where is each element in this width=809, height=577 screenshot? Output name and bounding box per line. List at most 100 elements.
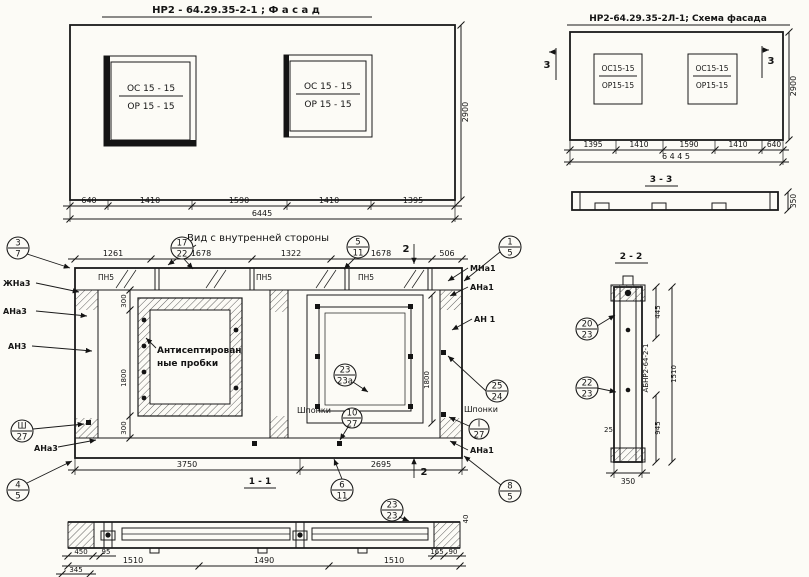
dim-label: 445 xyxy=(654,305,662,318)
dim-label: 1590 xyxy=(229,196,249,205)
plug-dot xyxy=(141,343,147,349)
callout-bottom: 24 xyxy=(492,393,503,403)
dim-label: 1261 xyxy=(103,249,123,258)
callout-top: 22 xyxy=(582,379,593,389)
bolt xyxy=(315,354,320,359)
bolt xyxy=(408,404,413,409)
callout-bottom: 23 xyxy=(582,331,593,341)
cut-label: 3 xyxy=(544,60,551,71)
dim-label: 90 xyxy=(449,548,458,556)
mullion xyxy=(269,290,289,438)
inner-top-dims: 1261 1678 1322 1678 506 xyxy=(68,249,468,263)
rebar-label: ЖНа3 xyxy=(3,279,30,288)
dim-label: 2900 xyxy=(789,76,798,96)
callout-top: 25 xyxy=(492,382,503,392)
scheme-title: НР2-64.29.35-2Л-1; Схема фасада xyxy=(589,14,767,24)
callout-bubbles: 3 7 17 22 5 11 1 5 4 5 6 xyxy=(6,235,617,522)
plug-dot xyxy=(141,395,147,401)
callout-bottom: 7 xyxy=(15,250,20,260)
dim-label: 1510 xyxy=(123,556,143,565)
callout-bottom: 5 xyxy=(507,249,512,259)
callout-bottom: 27 xyxy=(347,420,358,430)
inner-right-labels: МНа1 АНа1 АН 1 Шпонки АНа1 xyxy=(447,264,498,455)
scheme-window-1: ОС15-15 ОР15-15 xyxy=(593,53,643,105)
section22-dims: 445 945 1510 25 350 xyxy=(604,283,678,486)
section-cut-2-bottom: 2 xyxy=(411,458,428,478)
dim-label: 450 xyxy=(74,548,87,556)
bolt xyxy=(315,404,320,409)
dim-label: 3750 xyxy=(177,460,197,469)
dim-label: 300 xyxy=(120,421,128,434)
callout-top: 8 xyxy=(507,482,512,492)
callout-bottom: 23 xyxy=(387,512,398,522)
callout-sh-27: Ш 27 xyxy=(10,419,34,443)
shponki-label: Шпонки xyxy=(297,406,331,415)
callout-17-22: 17 22 xyxy=(170,236,194,260)
callout-top: 3 xyxy=(15,239,20,249)
window-mark: ОС 15 - 15 xyxy=(304,82,352,92)
dim-label: 1322 xyxy=(281,249,301,258)
pn5-label: ПН5 xyxy=(256,273,272,282)
bolt xyxy=(315,304,320,309)
dim-label: 25 xyxy=(604,426,613,434)
dim-label: 1395 xyxy=(403,196,423,205)
facade-window-1: ОС 15 - 15 ОР 15 - 15 xyxy=(103,55,197,147)
callout-bottom: 5 xyxy=(15,492,20,502)
callout-top: 17 xyxy=(177,239,188,249)
inner-bottom-dims: 3750 2695 1 - 1 xyxy=(68,458,468,489)
inner-left-vdims: 300 1800 300 xyxy=(120,286,134,442)
plan-main-dims: 1510 1490 1510 345 xyxy=(56,556,466,577)
dim-label: 1590 xyxy=(679,140,698,149)
dim-label: 2900 xyxy=(461,102,470,122)
callout-bottom: 23 xyxy=(582,390,593,400)
cut-label: 2 xyxy=(421,467,428,478)
dim-label: 1510 xyxy=(384,556,404,565)
callout-bottom: 23а xyxy=(337,377,353,387)
window-mark: ОР 15 - 15 xyxy=(127,102,174,112)
rebar-label: АНа3 xyxy=(34,444,58,453)
callout-bottom: 11 xyxy=(353,249,364,259)
callout-top: 5 xyxy=(355,238,360,248)
window-opening xyxy=(306,294,424,424)
plug-dot xyxy=(141,369,147,375)
cut-label: 2 xyxy=(403,244,410,255)
callout-bottom: 22 xyxy=(177,250,188,260)
key-mark xyxy=(337,441,342,446)
facade-dim-row: 640 1410 1590 1410 1395 6445 xyxy=(63,196,462,223)
section-2-2: 2 - 2 АБНР2-64-2-1 445 945 1510 25 350 xyxy=(604,252,678,486)
dim-label: 1510 xyxy=(670,365,678,383)
dim-label: 345 xyxy=(69,566,82,574)
dim-label: 1800 xyxy=(120,369,128,387)
rebar-label: АН3 xyxy=(8,342,26,351)
facade-title: НР2 - 64.29.35-2-1 ; Ф а с а д xyxy=(152,5,320,16)
facade-elevation: НР2 - 64.29.35-2-1 ; Ф а с а д ОС 15 - 1… xyxy=(63,5,470,223)
dim-label: 40 xyxy=(462,515,470,524)
callout-top: 6 xyxy=(339,481,344,491)
inner-view-title: Вид с внутренней стороны xyxy=(187,233,329,244)
shponki-label: Шпонки xyxy=(464,405,498,414)
window-mark: ОС15-15 xyxy=(696,64,729,73)
dim-total: 6445 xyxy=(252,209,272,218)
dim-label: 95 xyxy=(102,548,111,556)
callout-25-24: 25 24 xyxy=(485,379,509,403)
key-mark xyxy=(441,350,446,355)
inner-left-labels: ЖНа3 АНа3 АН3 АНа3 xyxy=(3,279,97,453)
plug-note-line1: Антисептирован xyxy=(157,346,242,356)
callout-bottom: 5 xyxy=(507,493,512,503)
callout-top: 20 xyxy=(582,320,593,330)
dim-total: 6 4 4 5 xyxy=(662,152,690,161)
section-title: 2 - 2 xyxy=(620,252,643,262)
callout-top: Ш xyxy=(17,422,26,432)
callout-bottom: 27 xyxy=(17,433,28,443)
door-opening: Антисептирован ные пробки xyxy=(137,297,243,417)
window-mark: ОР 15 - 15 xyxy=(304,100,351,110)
window-mark: ОС 15 - 15 xyxy=(127,84,175,94)
pn5-label: ПН5 xyxy=(98,273,114,282)
dim-label: 165 xyxy=(430,548,443,556)
inner-right-vdim: 1800 xyxy=(423,291,436,427)
facade-window-2: ОС 15 - 15 ОР 15 - 15 xyxy=(283,54,373,138)
plan-small-dims: 450 95 165 90 40 xyxy=(62,515,470,560)
rebar-label: АНа1 xyxy=(470,283,494,292)
callout-20-23: 20 23 xyxy=(575,317,599,341)
